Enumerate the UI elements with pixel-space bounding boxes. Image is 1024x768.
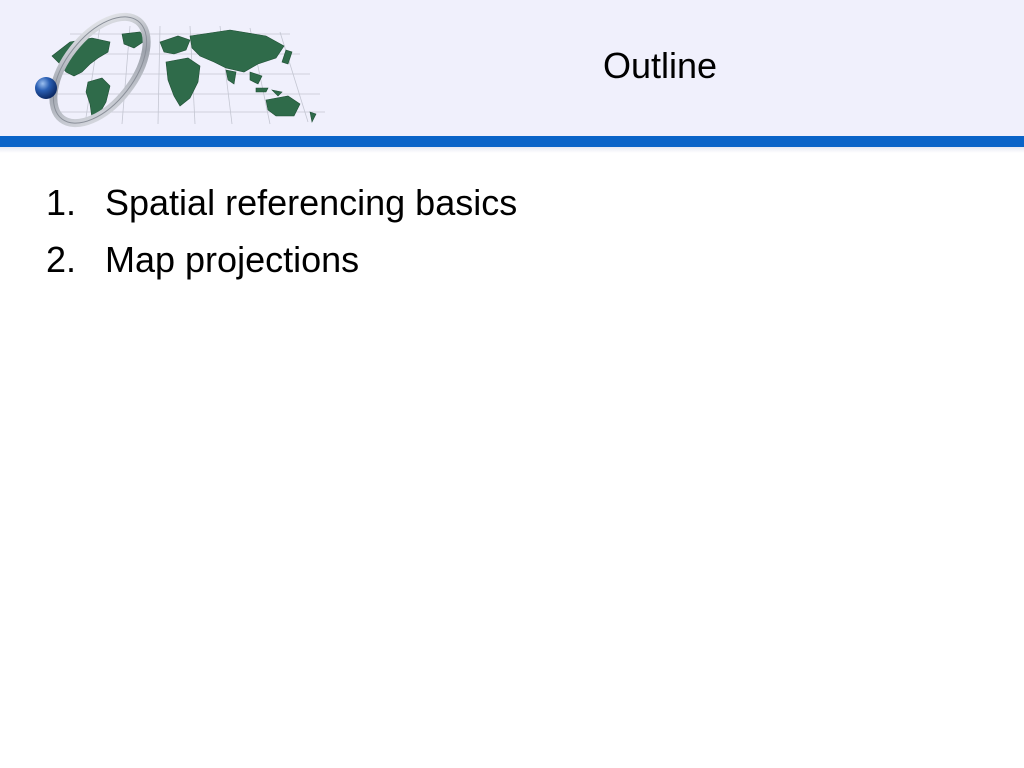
outline-item-number: 2.	[46, 239, 77, 280]
header-rule	[0, 136, 1024, 147]
outline-item-text: Spatial referencing basics	[105, 182, 518, 223]
globe-ring-world-map-logo-icon	[35, 12, 325, 128]
outline-item-number: 1.	[46, 182, 77, 223]
outline-item: 2. Map projections	[46, 231, 517, 288]
outline-item: 1. Spatial referencing basics	[46, 174, 517, 231]
continents	[51, 29, 317, 123]
blue-sphere	[35, 77, 57, 99]
outline-item-text: Map projections	[105, 239, 360, 280]
outline-list: 1. Spatial referencing basics 2. Map pro…	[46, 174, 517, 288]
header-rule-shadow	[0, 147, 1024, 153]
slide-title: Outline	[602, 45, 718, 86]
